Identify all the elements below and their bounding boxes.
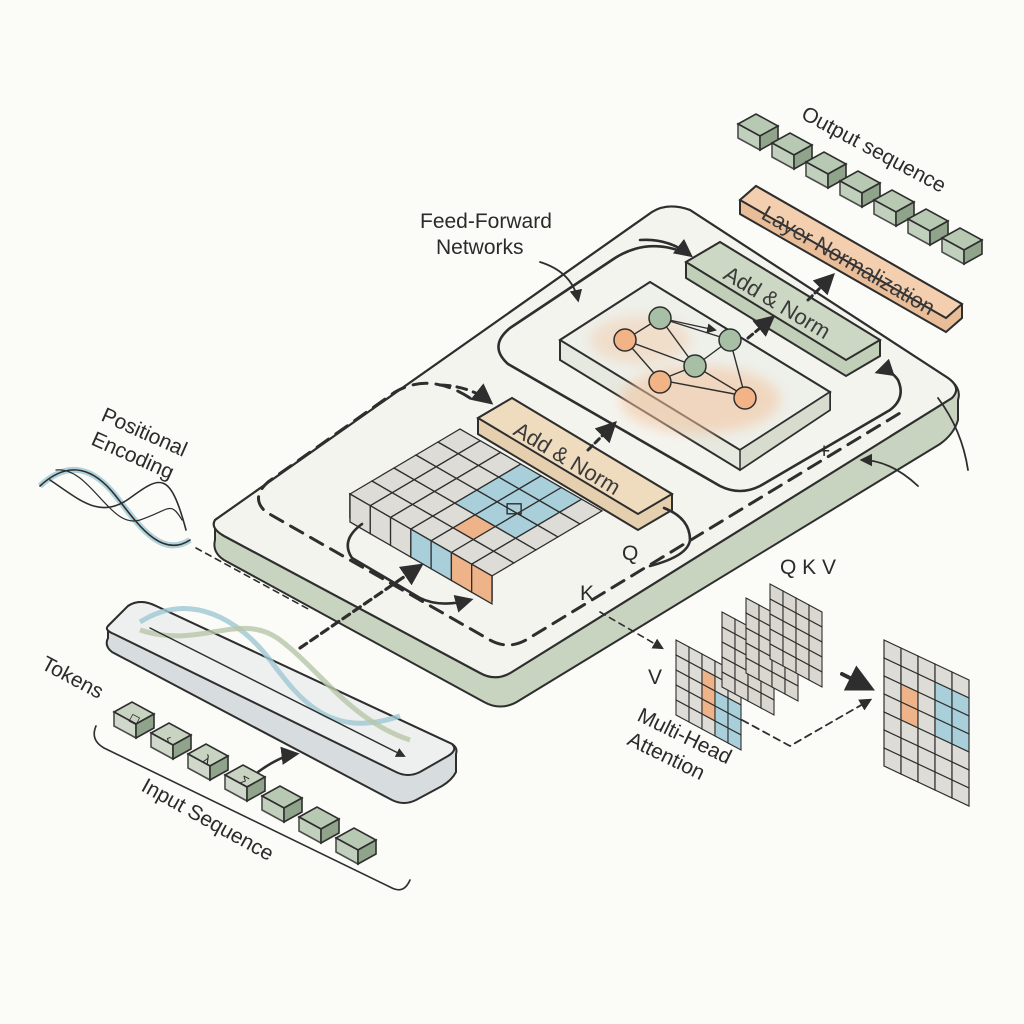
feed-forward-label-line2: Networks	[436, 236, 524, 259]
qkv-cell	[760, 692, 775, 716]
ffn-node	[648, 370, 672, 394]
attention-front-cell	[471, 563, 493, 606]
dashed-arrow-to-addnorm	[438, 383, 494, 405]
mha-solid-arrow	[840, 665, 876, 691]
input-token: λ	[186, 743, 230, 782]
output-attention-cell	[951, 779, 970, 807]
mha-output-grid	[883, 639, 970, 807]
input-token	[297, 806, 341, 845]
input-token	[260, 785, 304, 824]
output-sequence-tokens	[736, 113, 984, 266]
mha-v-cube	[675, 639, 742, 751]
ffn-node	[613, 328, 637, 352]
input-sequence-tokens: ◻ ‹ λΣ	[112, 701, 378, 866]
tokens-label: Tokens	[38, 652, 108, 704]
ffn-node	[683, 354, 707, 378]
attention-cell	[558, 498, 604, 525]
input-token: ◻	[112, 701, 156, 740]
embedding-bar	[105, 601, 458, 804]
positional-dashed-link	[195, 547, 311, 611]
ffn-node	[718, 328, 742, 352]
output-token	[940, 227, 984, 266]
token-glyph: ‹	[164, 730, 175, 745]
output-token	[804, 151, 848, 190]
tokens-brace	[93, 725, 411, 891]
plus-label: +	[818, 440, 830, 463]
k-label: K	[580, 582, 594, 605]
token-to-embedding-arrow	[256, 746, 300, 774]
dashed-to-mha	[599, 611, 664, 650]
v-label: V	[648, 666, 662, 689]
feed-forward-pointer	[539, 261, 583, 303]
add-norm-mid-box: Add & Norm	[476, 396, 674, 532]
arrow-grid-to-addnorm	[586, 421, 617, 452]
output-token	[906, 208, 950, 247]
grid-loop-left	[346, 522, 474, 613]
qkv-cell	[784, 678, 799, 702]
mha-qkv-stack	[721, 583, 823, 716]
ffn-node	[733, 386, 757, 410]
attention-grid-block	[348, 428, 604, 606]
highlight-cell-marker	[506, 503, 522, 515]
input-token: Σ	[223, 764, 267, 803]
output-token	[736, 113, 780, 152]
mha-dashed-path	[741, 698, 873, 747]
positional-encoding-wave	[37, 467, 192, 549]
grid-input-arrow	[298, 563, 424, 650]
qkv-cell	[808, 664, 823, 688]
ffn-entry-arrow	[638, 238, 693, 258]
feed-forward-label-line1: Feed-Forward	[420, 210, 552, 233]
input-token	[334, 827, 378, 866]
right-loop-arrow-1	[937, 397, 969, 471]
arrow-ffn-to-addnorm	[746, 315, 776, 340]
ffn-residual-loop	[497, 244, 902, 493]
output-token	[838, 170, 882, 209]
q-label: Q	[622, 542, 638, 565]
input-token: ‹	[149, 722, 193, 761]
output-token	[770, 132, 814, 171]
v-cell	[727, 727, 742, 751]
feed-forward-block	[558, 280, 832, 472]
dashed-residual-loop	[257, 381, 907, 647]
ffn-node	[648, 306, 672, 330]
right-loop-arrow-2	[859, 453, 919, 487]
qkv-label: Q K V	[780, 556, 836, 579]
arrow-addnorm-to-layernorm	[806, 273, 835, 302]
grid-loop-right	[648, 506, 692, 568]
